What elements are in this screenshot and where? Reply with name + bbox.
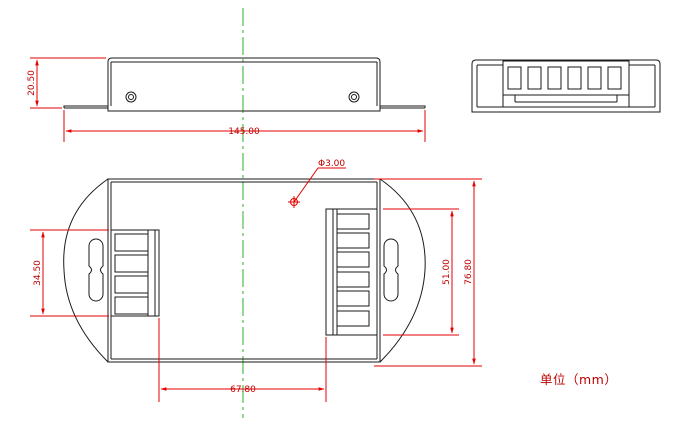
terminal-block-left [110,229,160,317]
mount-slot-right [383,238,399,302]
dim-length: 145.00 [63,110,426,142]
dim-hole-label: Φ3.00 [318,159,345,169]
dim-hole: Φ3.00 [293,159,346,203]
dim-slot-spacing-label: 34.50 [33,260,43,286]
mount-slot-left [88,238,104,302]
terminal-block-right [325,208,378,336]
side-view [63,57,426,112]
dim-total-width-label: 76.80 [464,259,474,285]
top-view [63,178,426,363]
screw-left-icon [125,91,137,103]
dim-height: 20.50 [27,57,106,109]
unit-label: 单位（mm） [540,372,617,387]
dim-length-label: 145.00 [228,127,260,137]
dim-height-label: 20.50 [27,70,37,96]
end-view [471,59,661,113]
dim-slot-spacing: 34.50 [30,229,109,317]
dim-terminal-span-label: 51.00 [442,259,452,285]
screw-right-icon [348,91,360,103]
dim-terminal-span: 51.00 [383,208,459,336]
dim-hole-offset-label: 67.80 [230,385,256,395]
dim-hole-offset: 67.80 [158,318,327,402]
dim-total-width: 76.80 [374,178,482,367]
